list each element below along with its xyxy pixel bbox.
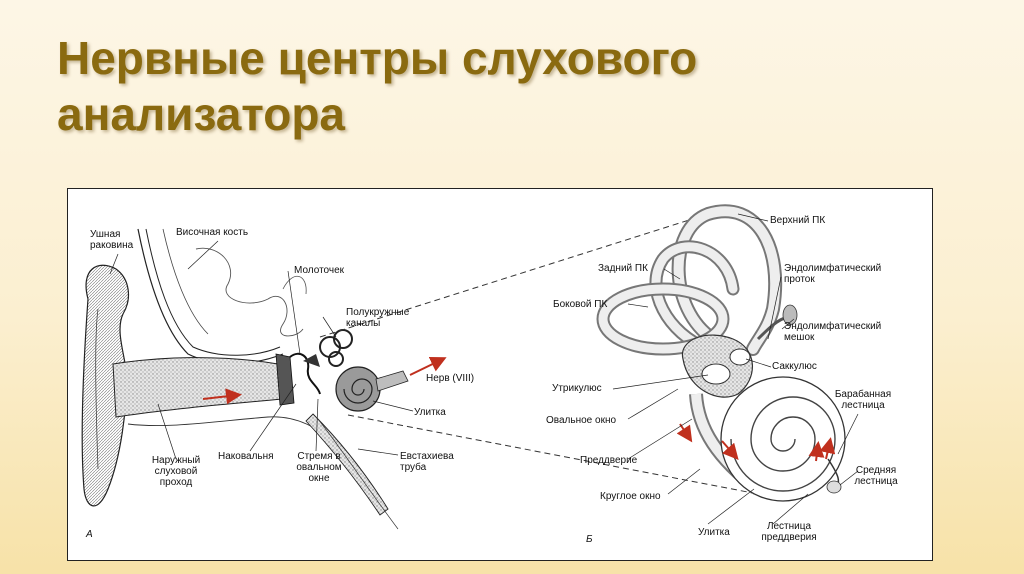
left-leader-lines [109, 240, 414, 460]
label-external-canal: Наружный слуховой проход [151, 455, 201, 488]
label-nerve-viii: Нерв (VIII) [426, 373, 475, 384]
slide-title-line-1: Нервные центры слухового [57, 32, 698, 84]
label-eustachian-tube: Евстахиева труба [400, 451, 454, 473]
inner-ear-drawing [596, 204, 846, 502]
panel-label-b: Б [586, 534, 593, 545]
scala-arrow-2 [808, 441, 825, 462]
slide-title: Нервные центры слухового анализатора [57, 30, 957, 142]
sound-direction-arrow [202, 388, 242, 405]
ear-anatomy-figure: А Б Ушная раковина Височная кость Молото… [67, 188, 933, 561]
label-scala-tympani: Барабанная лестница [834, 389, 892, 411]
scala-arrow-1 [819, 437, 836, 460]
label-malleus: Молоточек [294, 265, 345, 276]
label-scala-vestibuli: Лестница преддверия [761, 521, 817, 543]
label-saccule: Саккулюс [772, 361, 817, 372]
label-vestibule: Преддверие [580, 455, 638, 466]
label-round-window: Круглое окно [600, 491, 661, 502]
right-leader-lines [612, 213, 859, 525]
projection-line-top [319, 213, 709, 338]
label-superior-canal: Верхний ПК [770, 215, 826, 226]
slide-title-line-2: анализатора [57, 88, 345, 140]
panel-label-a: А [86, 529, 93, 540]
label-stapes: Стремя в овальном окне [296, 451, 342, 484]
label-semicircular-canals: Полукружные каналы [346, 307, 410, 329]
label-endolymphatic-sac: Эндолимфатический мешок [784, 321, 882, 343]
label-scala-media: Средняя лестница [854, 465, 898, 487]
ear-anatomy-drawing [81, 204, 859, 530]
label-lateral-canal: Боковой ПК [553, 299, 608, 310]
nerve-signal-arrow [409, 357, 447, 376]
label-endolymphatic-duct: Эндолимфатический проток [784, 263, 882, 285]
label-incus: Наковальня [218, 451, 274, 462]
label-auricle: Ушная раковина [90, 229, 134, 251]
cochlea-arrow [721, 440, 739, 461]
label-oval-window: Овальное окно [546, 415, 617, 426]
vestibule-arrow [676, 423, 693, 443]
label-temporal-bone: Височная кость [176, 227, 249, 238]
label-cochlea-a: Улитка [414, 407, 446, 418]
label-utricle: Утрикулюс [552, 383, 602, 394]
label-posterior-canal: Задний ПК [598, 263, 648, 274]
outer-ear-drawing [81, 228, 409, 530]
label-cochlea-b: Улитка [698, 527, 730, 538]
